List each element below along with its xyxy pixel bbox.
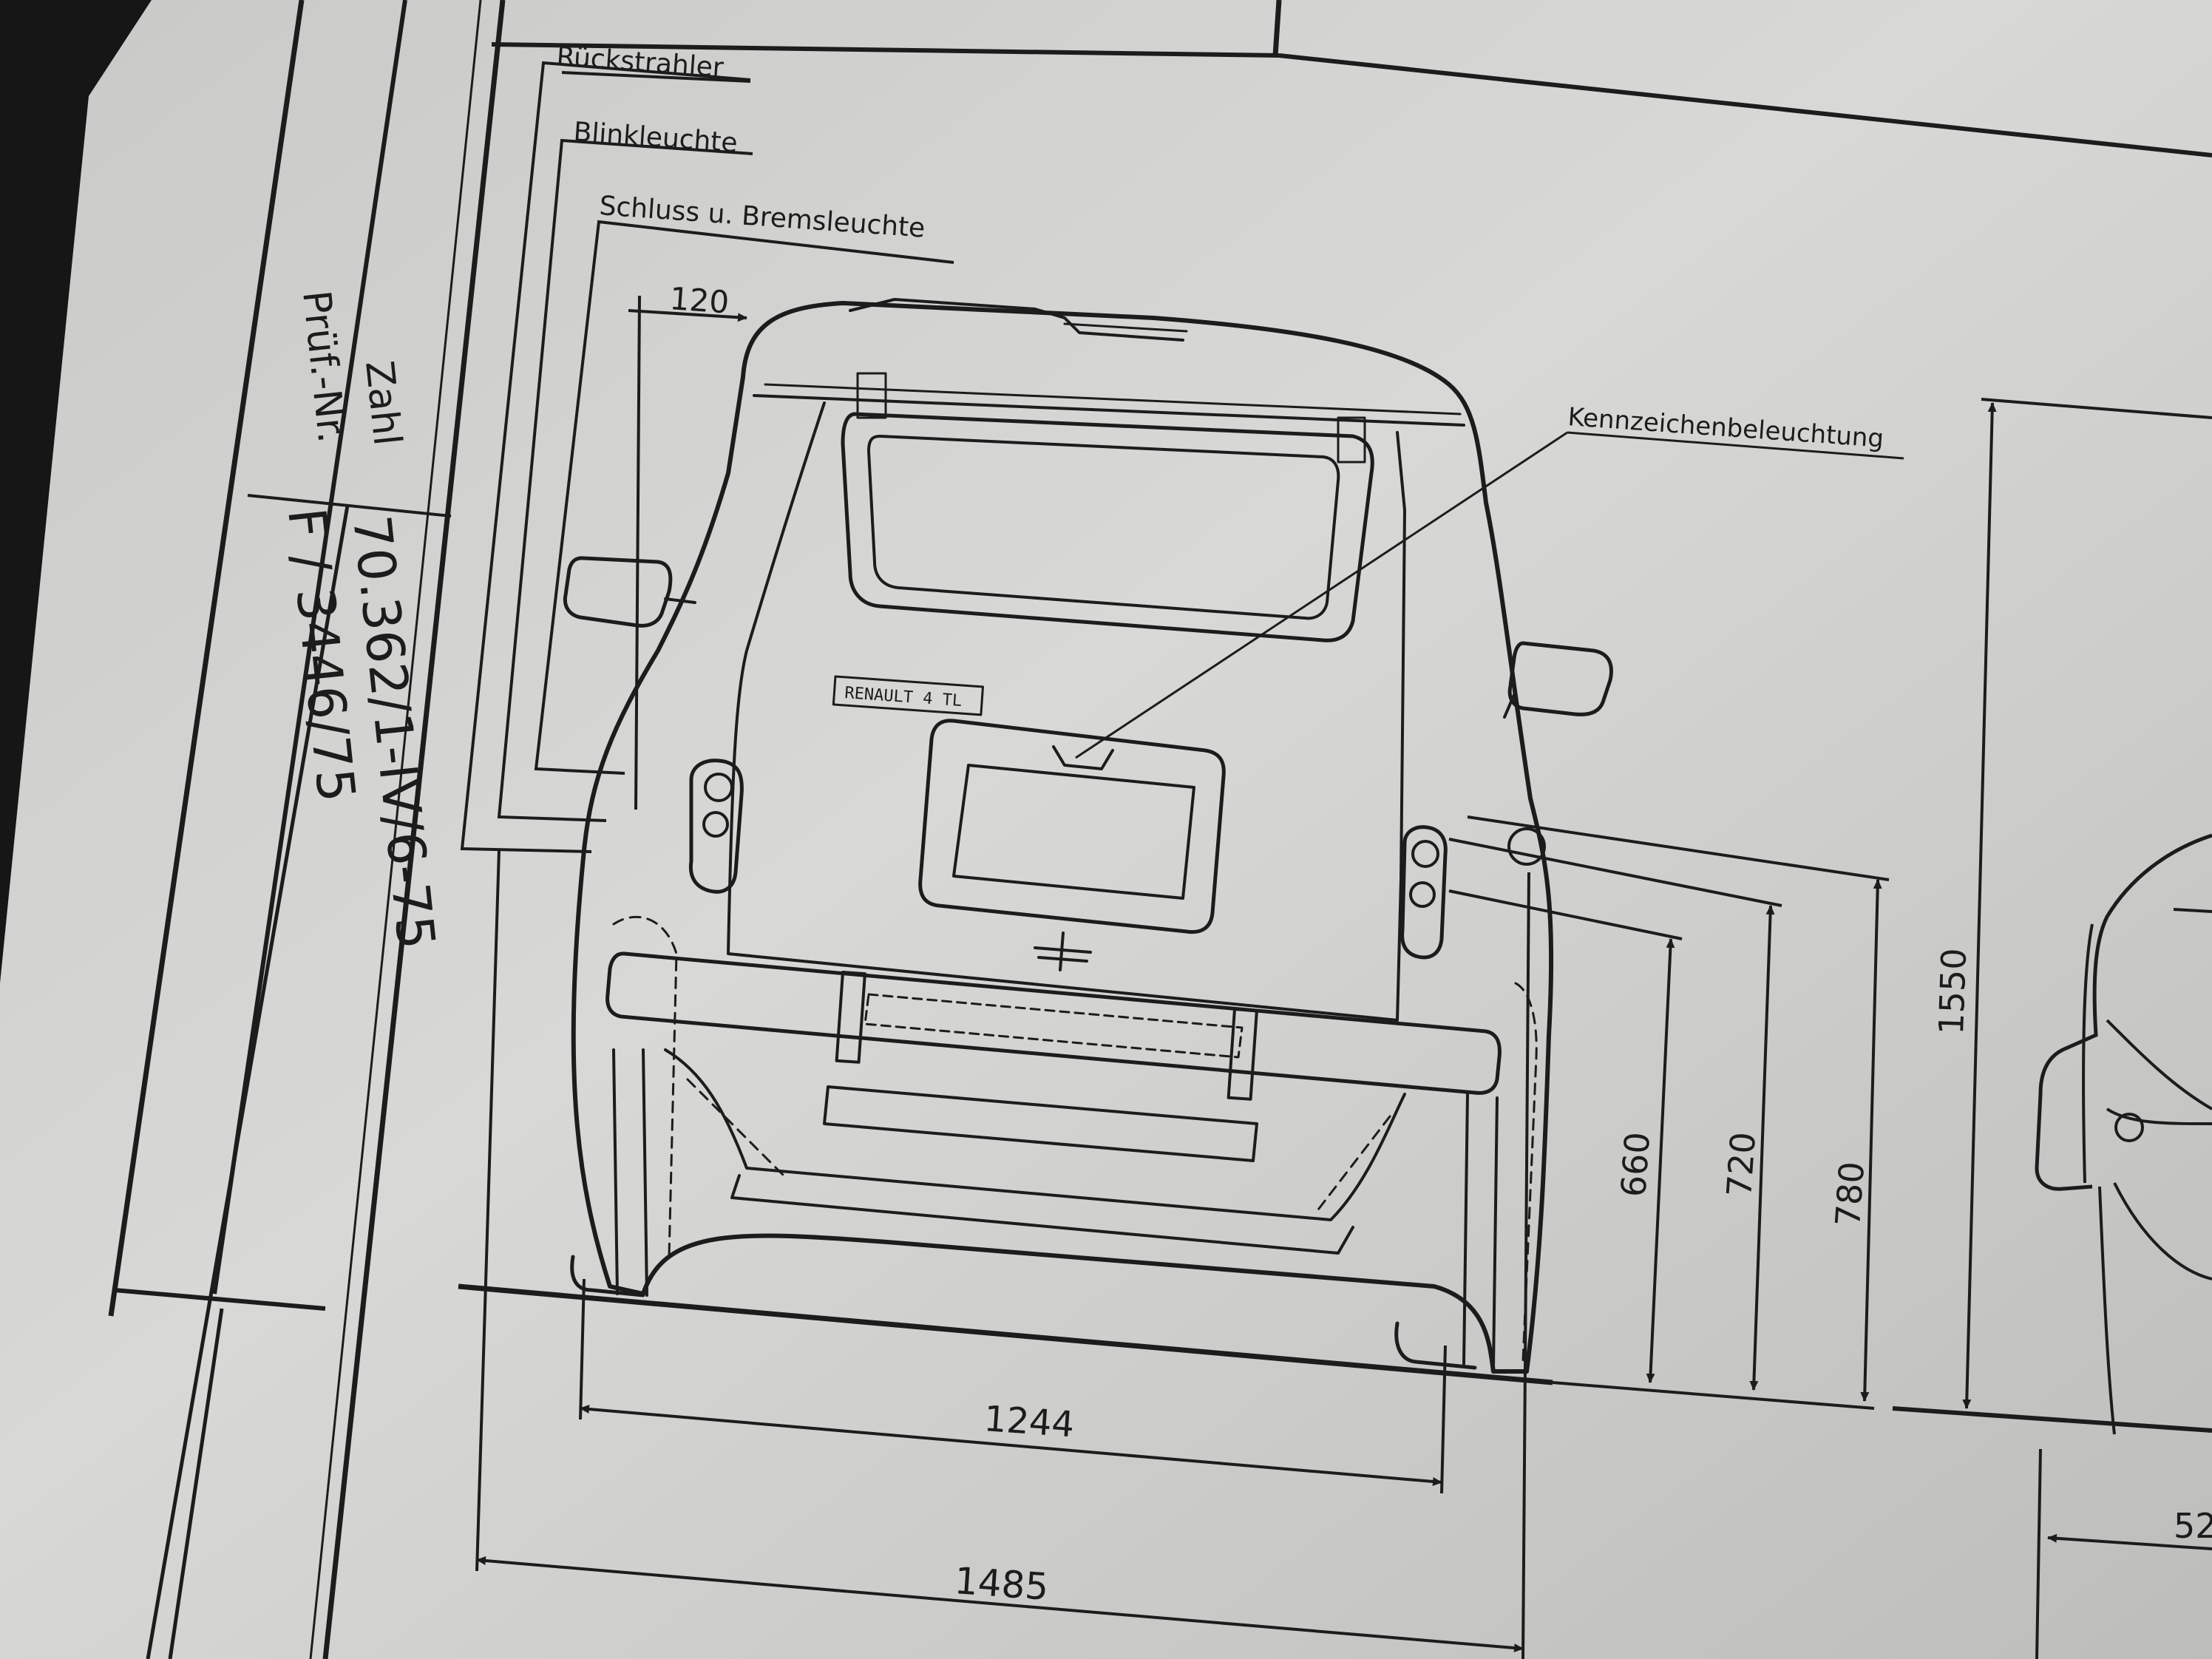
tail-lamp-right <box>1400 825 1448 960</box>
title-block-frame <box>108 0 2212 1659</box>
ground-line <box>458 1283 1553 1385</box>
dim-1244-label: 1244 <box>983 1398 1076 1445</box>
rear-window-frame <box>841 412 1374 642</box>
undercarriage <box>664 1048 1406 1221</box>
mirror-right <box>1507 641 1613 716</box>
dim-overall-width <box>475 849 1530 1659</box>
dim-1485-label: 1485 <box>953 1559 1050 1609</box>
dim-660-label: 660 <box>1613 1130 1658 1198</box>
ground-line-right <box>1892 1406 2212 1433</box>
dim-780-label: 780 <box>1828 1160 1872 1227</box>
dim-heights <box>1448 815 1890 1410</box>
lamp-callout-lines <box>460 61 954 853</box>
dim-52-label: 52 <box>2174 1506 2212 1546</box>
zahl-label: Zahl <box>356 359 410 448</box>
dim-1550-label: 1550 <box>1931 947 1974 1035</box>
rear-window-glass <box>867 435 1340 620</box>
dim-720-label: 720 <box>1719 1130 1763 1198</box>
dim-lamp-offset <box>628 295 747 810</box>
side-view-partial <box>1962 398 2212 1659</box>
tail-lamp-left <box>688 759 744 894</box>
title-block-texts: Zahl 70.362/1-IV/6-75 Prüf.-Nr. F / 3446… <box>276 288 447 952</box>
renault-badge <box>832 675 985 716</box>
license-plate-recess <box>918 719 1226 934</box>
kennzeichen-underline <box>1567 431 1904 460</box>
tailgate-outline <box>727 401 1406 1022</box>
rear-bumper <box>605 951 1502 1095</box>
dim-120-label: 120 <box>668 280 730 320</box>
car-body-outline <box>571 301 1554 1374</box>
dim-track <box>579 1278 1447 1494</box>
